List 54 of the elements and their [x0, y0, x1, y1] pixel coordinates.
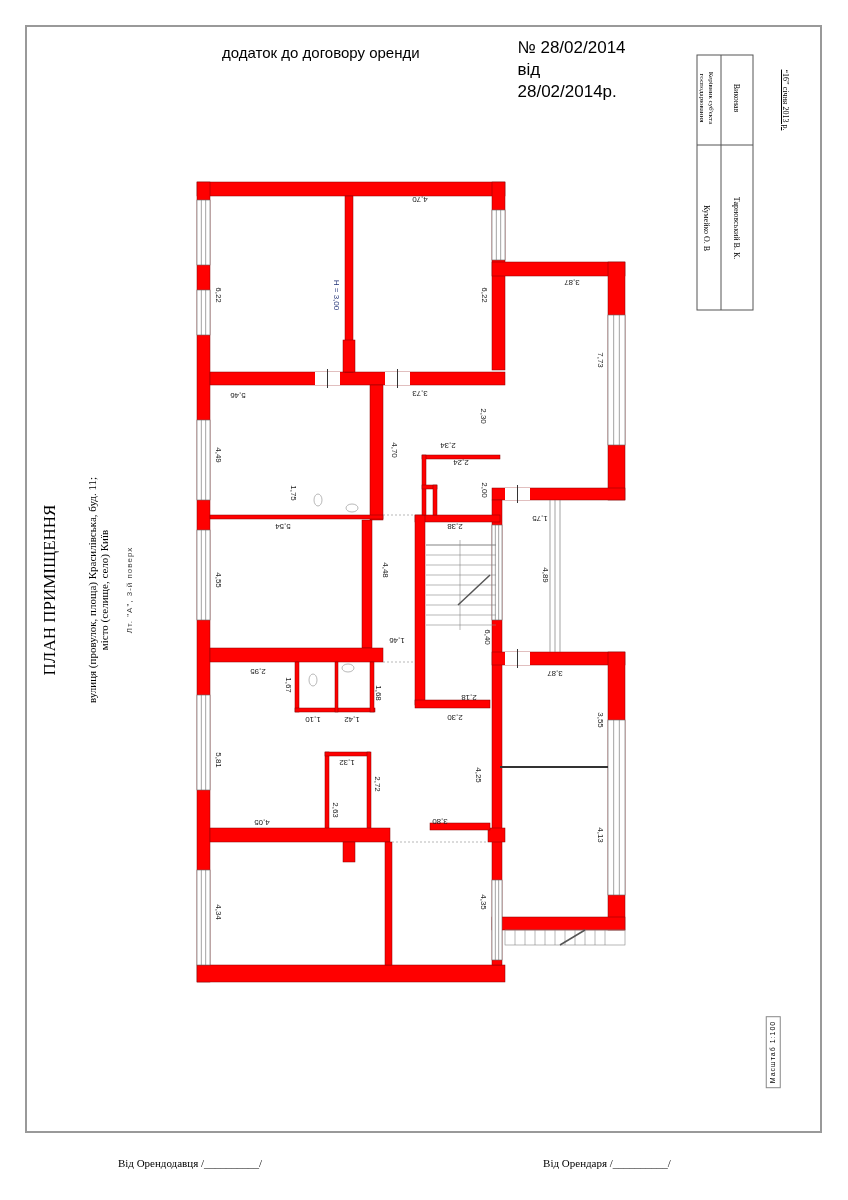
dimension-label: 4,48 — [380, 562, 391, 578]
dimension-label: 1,75 — [532, 513, 548, 524]
dimension-label: 4,05 — [254, 817, 270, 828]
signature-line: Від Орендодавця /__________/ — [117, 1155, 263, 1171]
dimension-label: 5,46 — [230, 390, 246, 401]
dimension-label: 1,32 — [339, 757, 355, 768]
dimension-label: 2,95 — [250, 666, 266, 677]
dimension-label: 1,46 — [389, 635, 405, 646]
dimension-label: 4,34 — [213, 904, 224, 920]
dimension-label: 2,72 — [372, 776, 383, 792]
dimension-label: 2,18 — [461, 692, 477, 703]
table-text: Кумейко О. В — [701, 204, 712, 252]
dimension-label: 4,55 — [213, 572, 224, 588]
dimension-label: 6,40 — [482, 629, 493, 645]
plan-title: ПЛАН ПРИМІЩЕННЯ — [39, 504, 61, 676]
dimension-label: 3,87 — [564, 277, 580, 288]
dimension-label: 4,70 — [412, 194, 428, 205]
date-text: “16” січня 2013 р. — [780, 69, 791, 131]
dimension-label: 6,22 — [213, 287, 224, 303]
dimension-label: 4,70 — [389, 442, 400, 458]
dimension-label: 7,73 — [595, 352, 606, 368]
dimension-label: 6,22 — [479, 287, 490, 303]
dimension-label: 3,80 — [432, 816, 448, 827]
document-title: додаток до договору оренди — [222, 43, 420, 63]
dimension-label: 1,67 — [283, 677, 294, 693]
dimension-label: 1,75 — [288, 485, 299, 501]
dimension-label: 2,24 — [453, 457, 469, 468]
dimension-label: 5,54 — [275, 521, 291, 532]
table-text: Тарновський В. К. — [731, 196, 742, 260]
dimension-label: 2,34 — [440, 440, 456, 451]
address-text: вулиця (провулок, площа) Красилівська, буд. 11; — [84, 476, 99, 704]
dimension-label: 4,13 — [595, 827, 606, 843]
dimension-label: 2,30 — [447, 712, 463, 723]
dimension-label: 3,73 — [412, 388, 428, 399]
dimension-label: 4,25 — [473, 767, 484, 783]
dimension-label: 2,63 — [330, 802, 341, 818]
dimension-label: 1,68 — [373, 685, 384, 701]
dimension-label: 4,89 — [540, 567, 551, 583]
dimension-label: 4,35 — [478, 894, 489, 910]
dimension-label: 2,38 — [447, 521, 463, 532]
height-label: H = 3,00 — [331, 279, 342, 311]
dimension-label: 3,55 — [595, 712, 606, 728]
dimension-label: 1,42 — [344, 714, 360, 725]
dimension-label: 5,81 — [213, 752, 224, 768]
dimension-label: 3,87 — [547, 668, 563, 679]
address-text: місто (селище, село) Київ — [97, 529, 111, 651]
table-text: Виконав — [731, 83, 742, 113]
document-number: № 28/02/2014 від 28/02/2014р. — [517, 37, 627, 103]
floor-note: Лт. "А", 3-й поверх — [124, 546, 135, 634]
dimension-label: 4,49 — [213, 447, 224, 463]
dimension-label: 2,30 — [478, 408, 489, 424]
dimension-label: 2,00 — [479, 482, 490, 498]
signature-line: Від Орендаря /__________/ — [543, 1155, 671, 1171]
dimension-label: 1,10 — [305, 714, 321, 725]
